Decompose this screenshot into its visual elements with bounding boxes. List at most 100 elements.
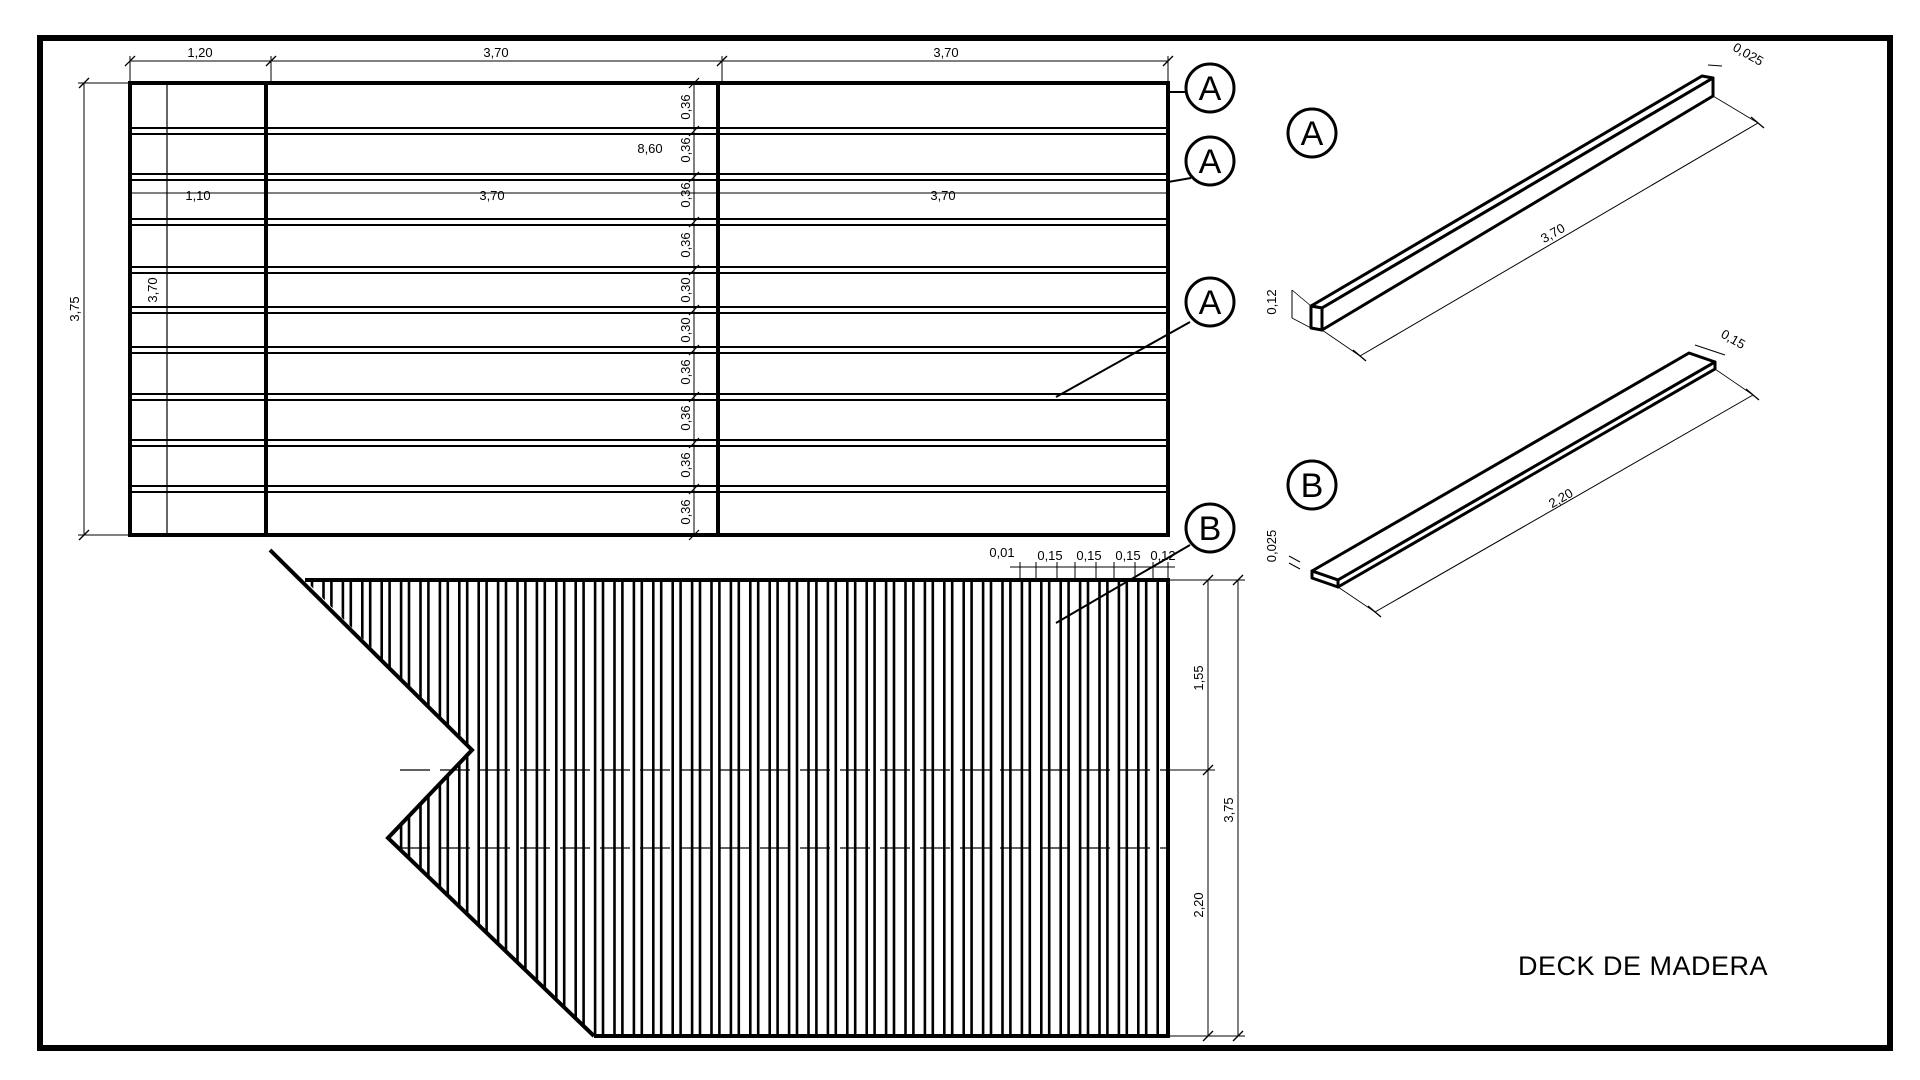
spacing-tick bbox=[688, 216, 700, 228]
deck-plank bbox=[1106, 580, 1121, 1036]
detail-b-bubble-label: B bbox=[1301, 467, 1324, 505]
spacing-tick bbox=[688, 529, 700, 541]
deck-plank bbox=[970, 580, 985, 1036]
deck-plank bbox=[1047, 580, 1062, 1036]
deck-plank bbox=[776, 580, 791, 1036]
deck-plank bbox=[524, 580, 539, 1036]
spacing-label-2: 0,36 bbox=[678, 137, 693, 162]
spacing-tick bbox=[688, 344, 700, 356]
callout-a-3-label: A bbox=[1199, 284, 1222, 322]
deck-plank bbox=[582, 580, 597, 1036]
plank-top-edge bbox=[305, 578, 1170, 1038]
deck-plank bbox=[737, 580, 752, 1036]
deck-plank bbox=[485, 580, 500, 1036]
deck-plank bbox=[1125, 580, 1140, 1036]
detail-a-bubble bbox=[1286, 107, 1338, 159]
callout-b-1-label: B bbox=[1199, 510, 1222, 548]
deck-plank bbox=[912, 580, 927, 1036]
slat-spacing-chain: 0,01 0,15 0,15 0,15 0,12 bbox=[989, 545, 1176, 580]
deck-plank bbox=[562, 580, 578, 1036]
deck-plank bbox=[427, 580, 442, 1036]
inner-dim-2: 3,70 bbox=[479, 188, 504, 203]
deck-plank bbox=[640, 580, 655, 1036]
deck-plank bbox=[718, 580, 733, 1036]
detail-a: A 3,70 0,12 0,025 bbox=[1264, 39, 1766, 362]
spacing-label-3: 0,36 bbox=[678, 182, 693, 207]
spacing-label-5: 0,30 bbox=[678, 277, 693, 302]
deck-plank bbox=[834, 580, 849, 1036]
beam-a-top bbox=[1309, 74, 1715, 310]
slat-dim-1: 0,01 bbox=[989, 545, 1014, 560]
slat-dim-4: 0,15 bbox=[1115, 548, 1140, 563]
plank-b-top bbox=[1310, 351, 1717, 582]
deck-plank bbox=[1028, 580, 1043, 1036]
detail-a-height: 0,12 bbox=[1264, 289, 1279, 314]
deck-plank bbox=[1086, 580, 1101, 1036]
deck-plank bbox=[698, 580, 713, 1036]
deck-plank bbox=[601, 580, 616, 1036]
spacing-tick bbox=[688, 391, 700, 403]
inner-height-label: 3,70 bbox=[145, 277, 160, 302]
deck-plank bbox=[543, 580, 558, 1036]
spacing-tick bbox=[688, 304, 700, 316]
detail-b: B 2,20 0,15 0,025 bbox=[1264, 326, 1760, 618]
frame-outline bbox=[128, 81, 1170, 537]
drawing-title: DECK DE MADERA bbox=[1518, 951, 1768, 981]
detail-a-bubble-label: A bbox=[1301, 115, 1324, 153]
beam-a-end bbox=[1309, 304, 1324, 332]
side-height-label: 3,75 bbox=[67, 296, 82, 321]
plank-plan bbox=[268, 548, 1170, 1038]
callout-a-1 bbox=[1184, 62, 1236, 114]
deck-plank bbox=[679, 580, 694, 1036]
deck-plank bbox=[659, 580, 675, 1036]
callout-b-1 bbox=[1184, 502, 1236, 554]
deck-plank bbox=[873, 580, 888, 1036]
spacing-tick bbox=[688, 125, 700, 137]
right-dim-2: 2,20 bbox=[1191, 892, 1206, 917]
sheet-frame bbox=[37, 35, 1893, 1051]
deck-plank bbox=[950, 580, 966, 1036]
deck-plank bbox=[931, 580, 946, 1036]
callouts: A A A B bbox=[1055, 62, 1236, 624]
spacing-labels: 0,36 0,36 0,36 0,36 0,30 0,30 0,36 0,36 … bbox=[678, 94, 693, 524]
callout-a-2-label: A bbox=[1199, 143, 1222, 181]
spacing-label-1: 0,36 bbox=[678, 94, 693, 119]
detail-b-width: 0,15 bbox=[1719, 326, 1748, 352]
deck-plank bbox=[815, 580, 830, 1036]
plank-b-side bbox=[1336, 360, 1717, 589]
detail-a-length: 3,70 bbox=[1538, 220, 1567, 246]
detail-b-length: 2,20 bbox=[1546, 485, 1575, 511]
top-dim-2: 3,70 bbox=[483, 45, 508, 60]
deck-plank bbox=[756, 580, 772, 1036]
spacing-tick bbox=[688, 483, 700, 495]
deck-plank bbox=[621, 580, 636, 1036]
top-dim-1: 1,20 bbox=[187, 45, 212, 60]
slat-dim-2: 0,15 bbox=[1037, 548, 1062, 563]
spacing-tick bbox=[688, 77, 700, 89]
break-line bbox=[268, 548, 596, 1038]
frame-plan bbox=[128, 77, 1170, 541]
spacing-tick bbox=[688, 437, 700, 449]
joint-lines bbox=[400, 769, 1168, 849]
deck-plank bbox=[853, 580, 869, 1036]
inner-dim-3: 3,70 bbox=[930, 188, 955, 203]
deck-plank bbox=[1009, 580, 1024, 1036]
callout-a-2 bbox=[1184, 135, 1236, 187]
detail-a-thickness: 0,025 bbox=[1730, 39, 1766, 68]
deck-plank bbox=[465, 580, 481, 1036]
callout-a-3 bbox=[1184, 276, 1236, 328]
spacing-label-4: 0,36 bbox=[678, 232, 693, 257]
spacing-label-8: 0,36 bbox=[678, 405, 693, 430]
deck-plank bbox=[349, 580, 364, 1036]
deck-plank bbox=[504, 580, 519, 1036]
detail-b-bubble bbox=[1286, 459, 1338, 511]
spacing-label-9: 0,36 bbox=[678, 452, 693, 477]
top-dim-3: 3,70 bbox=[933, 45, 958, 60]
slat-dim-3: 0,15 bbox=[1076, 548, 1101, 563]
spacing-label-7: 0,36 bbox=[678, 359, 693, 384]
deck-plank bbox=[388, 580, 403, 1036]
overall-length: 8,60 bbox=[637, 141, 662, 156]
deck-plank bbox=[330, 580, 345, 1036]
right-dim-1: 1,55 bbox=[1191, 665, 1206, 690]
